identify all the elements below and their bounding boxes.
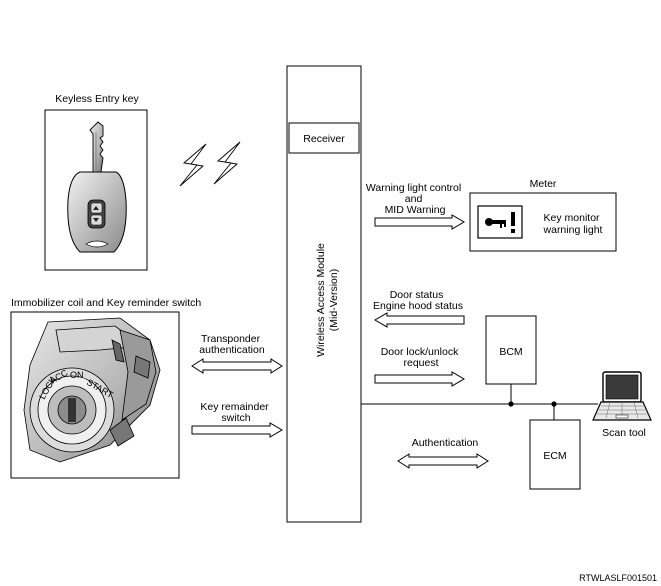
key-fob-icon [67,121,127,253]
bcm-label: BCM [499,346,522,358]
door-lock-arrow [374,371,465,387]
bus-junction-ecm [551,401,557,407]
door-status-arrow [374,312,465,328]
key-monitor-label: Key monitor warning light [543,212,603,236]
transponder-label: Transponder authentication [199,333,265,356]
receiver-box [288,122,360,154]
keyless-entry-key-label: Keyless Entry key [55,93,139,105]
scan-tool-label: Scan tool [602,427,646,439]
key-warning-icon [477,205,523,239]
warning-light-label: Warning light control and MID Warning [366,182,464,216]
module-label: Wireless Access Module (Mid-Version) [315,243,340,357]
bus-junction-bcm [508,401,514,407]
door-lock-label: Door lock/unlock request [381,346,462,369]
figure-code: RTWLASLF001501 [579,573,657,583]
ignition-switch-icon: LOCK ACC ON START [23,317,161,463]
authentication-arrow [397,453,489,469]
meter-label: Meter [530,178,557,190]
ecm-label: ECM [543,450,566,462]
transponder-arrow [191,358,283,374]
key-reminder-label: Key remainder switch [200,401,271,424]
svg-text:Wireless Access Module: Wireless Access Module [315,243,327,357]
door-status-label: Door status Engine hood status [373,289,463,312]
ecm-box [529,419,581,490]
immobilizer-label: Immobilizer coil and Key reminder switch [11,297,201,309]
bcm-box [485,315,537,385]
laptop-icon [592,371,652,421]
svg-text:ON: ON [70,370,84,380]
communication-bus [361,384,598,420]
receiver-label: Receiver [303,133,345,145]
authentication-label: Authentication [412,437,479,449]
lightning-icon [179,141,241,187]
svg-text:(Mid-Version): (Mid-Version) [328,269,340,331]
warning-arrow [374,214,465,230]
key-reminder-arrow [191,422,283,438]
